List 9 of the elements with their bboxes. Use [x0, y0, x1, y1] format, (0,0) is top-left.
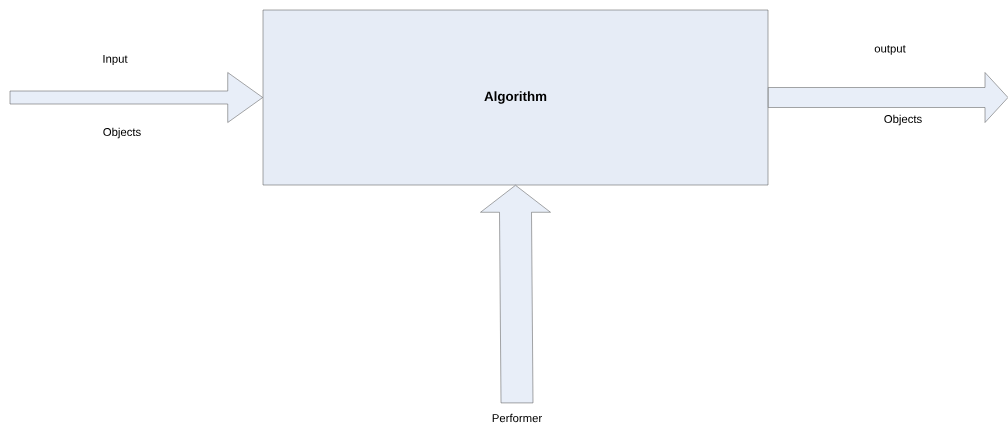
text-label: Performer [492, 413, 542, 423]
arrow-label: Objects [103, 127, 141, 139]
block-arrow [768, 72, 1008, 123]
process-box: Algorithm [262, 9, 769, 186]
arrow-label: Input [103, 54, 128, 66]
block-arrow [480, 185, 551, 404]
arrow-label: Objects [884, 114, 922, 126]
block-arrow [9, 72, 263, 123]
arrow-label: output [874, 45, 906, 55]
